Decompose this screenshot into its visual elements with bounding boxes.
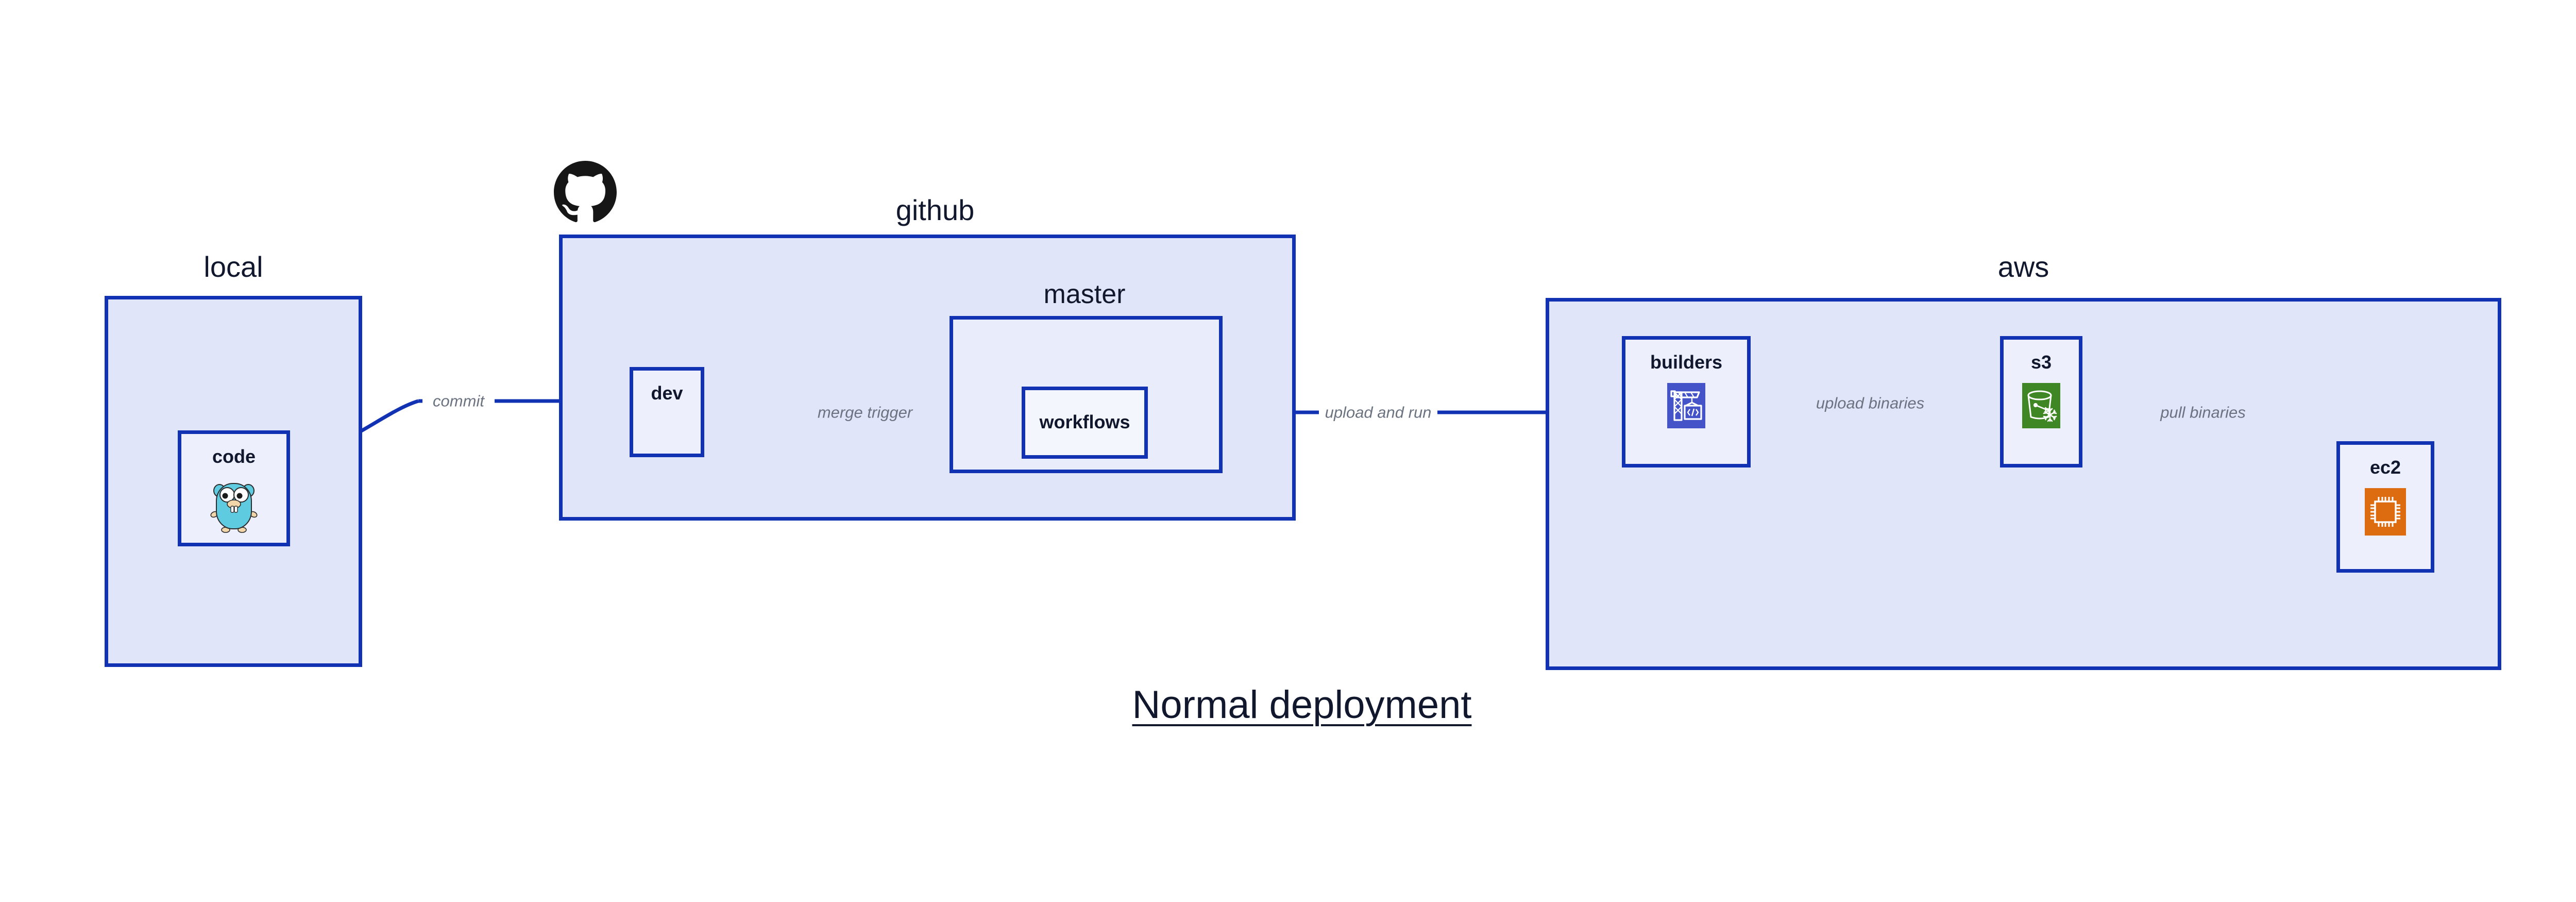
node-s3[interactable]: s3	[2000, 336, 2082, 467]
diagram-caption: Normal deployment	[1132, 683, 1472, 727]
aws-ec2-icon	[2365, 488, 2406, 538]
node-label-ec2: ec2	[2369, 457, 2401, 478]
edge-label-upload-and-run: upload and run	[1325, 403, 1432, 422]
node-code[interactable]: code	[178, 430, 290, 546]
node-dev[interactable]: dev	[630, 367, 704, 457]
edge-label-merge-trigger: merge trigger	[817, 403, 913, 422]
edge-label-commit: commit	[433, 392, 484, 410]
aws-s3-glacier-icon	[2022, 383, 2060, 431]
group-label-master: master	[1043, 279, 1126, 309]
node-label-dev: dev	[651, 382, 683, 404]
node-label-code: code	[212, 446, 256, 467]
node-label-workflows: workflows	[1039, 411, 1130, 432]
group-label-github: github	[895, 194, 975, 226]
aws-codebuild-icon	[1667, 383, 1705, 431]
node-ec2[interactable]: ec2	[2336, 441, 2434, 573]
go-gopher-icon	[210, 477, 258, 536]
group-label-aws: aws	[1997, 250, 2049, 283]
github-octocat-icon	[554, 161, 617, 224]
edge-label-upload-binaries: upload binaries	[1816, 394, 1925, 412]
group-label-local: local	[204, 250, 263, 283]
node-label-s3: s3	[2030, 352, 2052, 373]
edge-label-pull-binaries: pull binaries	[2160, 403, 2246, 422]
node-workflows[interactable]: workflows	[1022, 387, 1148, 459]
node-builders[interactable]: builders	[1622, 336, 1751, 467]
node-label-builders: builders	[1650, 352, 1723, 373]
